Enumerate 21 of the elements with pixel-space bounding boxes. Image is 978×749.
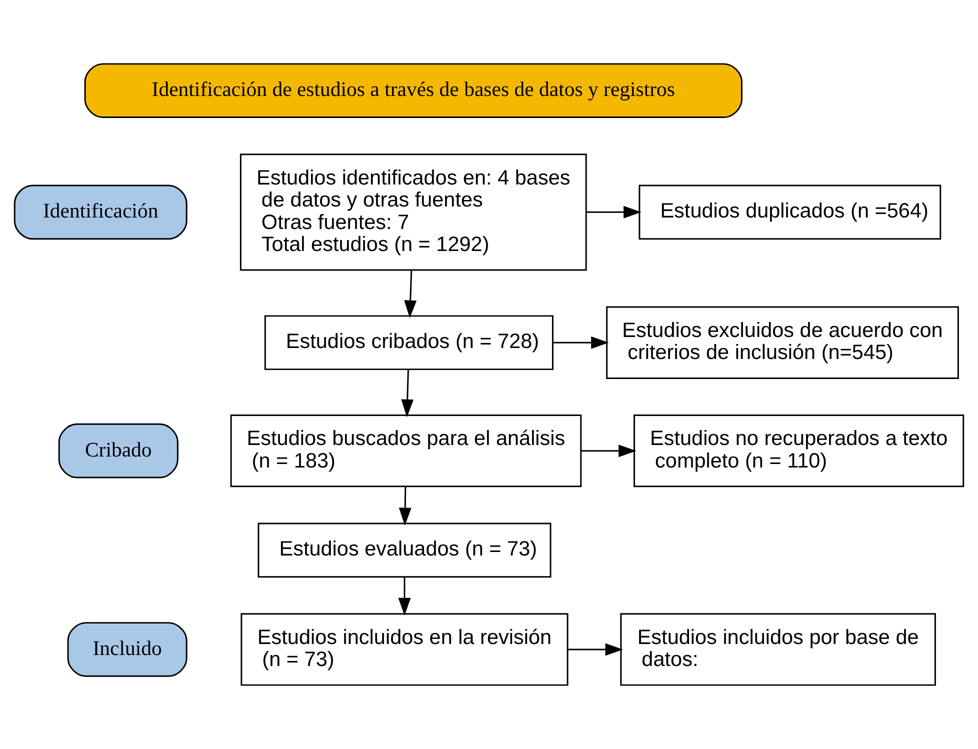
node-box: Identificación [14, 184, 188, 240]
node-box: Estudios cribados (n = 728) [264, 315, 554, 370]
arrow [401, 370, 414, 418]
node-box: Estudios excluidos de acuerdo con criterios de inclusión (n=545) [606, 306, 959, 379]
node-box: Estudios evaluados (n = 73) [258, 522, 552, 578]
node-box: Identificación de estudios a través de bases de datos y registros [84, 63, 742, 118]
arrow [404, 270, 417, 318]
arrow [398, 576, 411, 616]
node-box: Estudios incluidos en la revisión (n = 73) [240, 613, 568, 686]
node-box: Estudios incluidos por base de datos: [620, 613, 936, 686]
arrow [553, 336, 609, 349]
node-box: Estudios buscados para el análisis (n = 183) [230, 414, 582, 488]
arrow [568, 643, 624, 656]
arrow [580, 444, 636, 458]
node-box: Estudios no recuperados a texto completo (n = 110) [634, 414, 964, 488]
arrow [586, 206, 642, 218]
node-box: Estudios identificados en: 4 bases de datos y otras fuentes Otras fuentes: 7 Total estudios (n = 1292) [240, 154, 587, 271]
node-box: Estudios duplicados (n =564) [638, 184, 942, 240]
node-box: Cribado [58, 423, 178, 478]
node-box: Incluido [67, 622, 188, 677]
arrow [398, 486, 412, 526]
